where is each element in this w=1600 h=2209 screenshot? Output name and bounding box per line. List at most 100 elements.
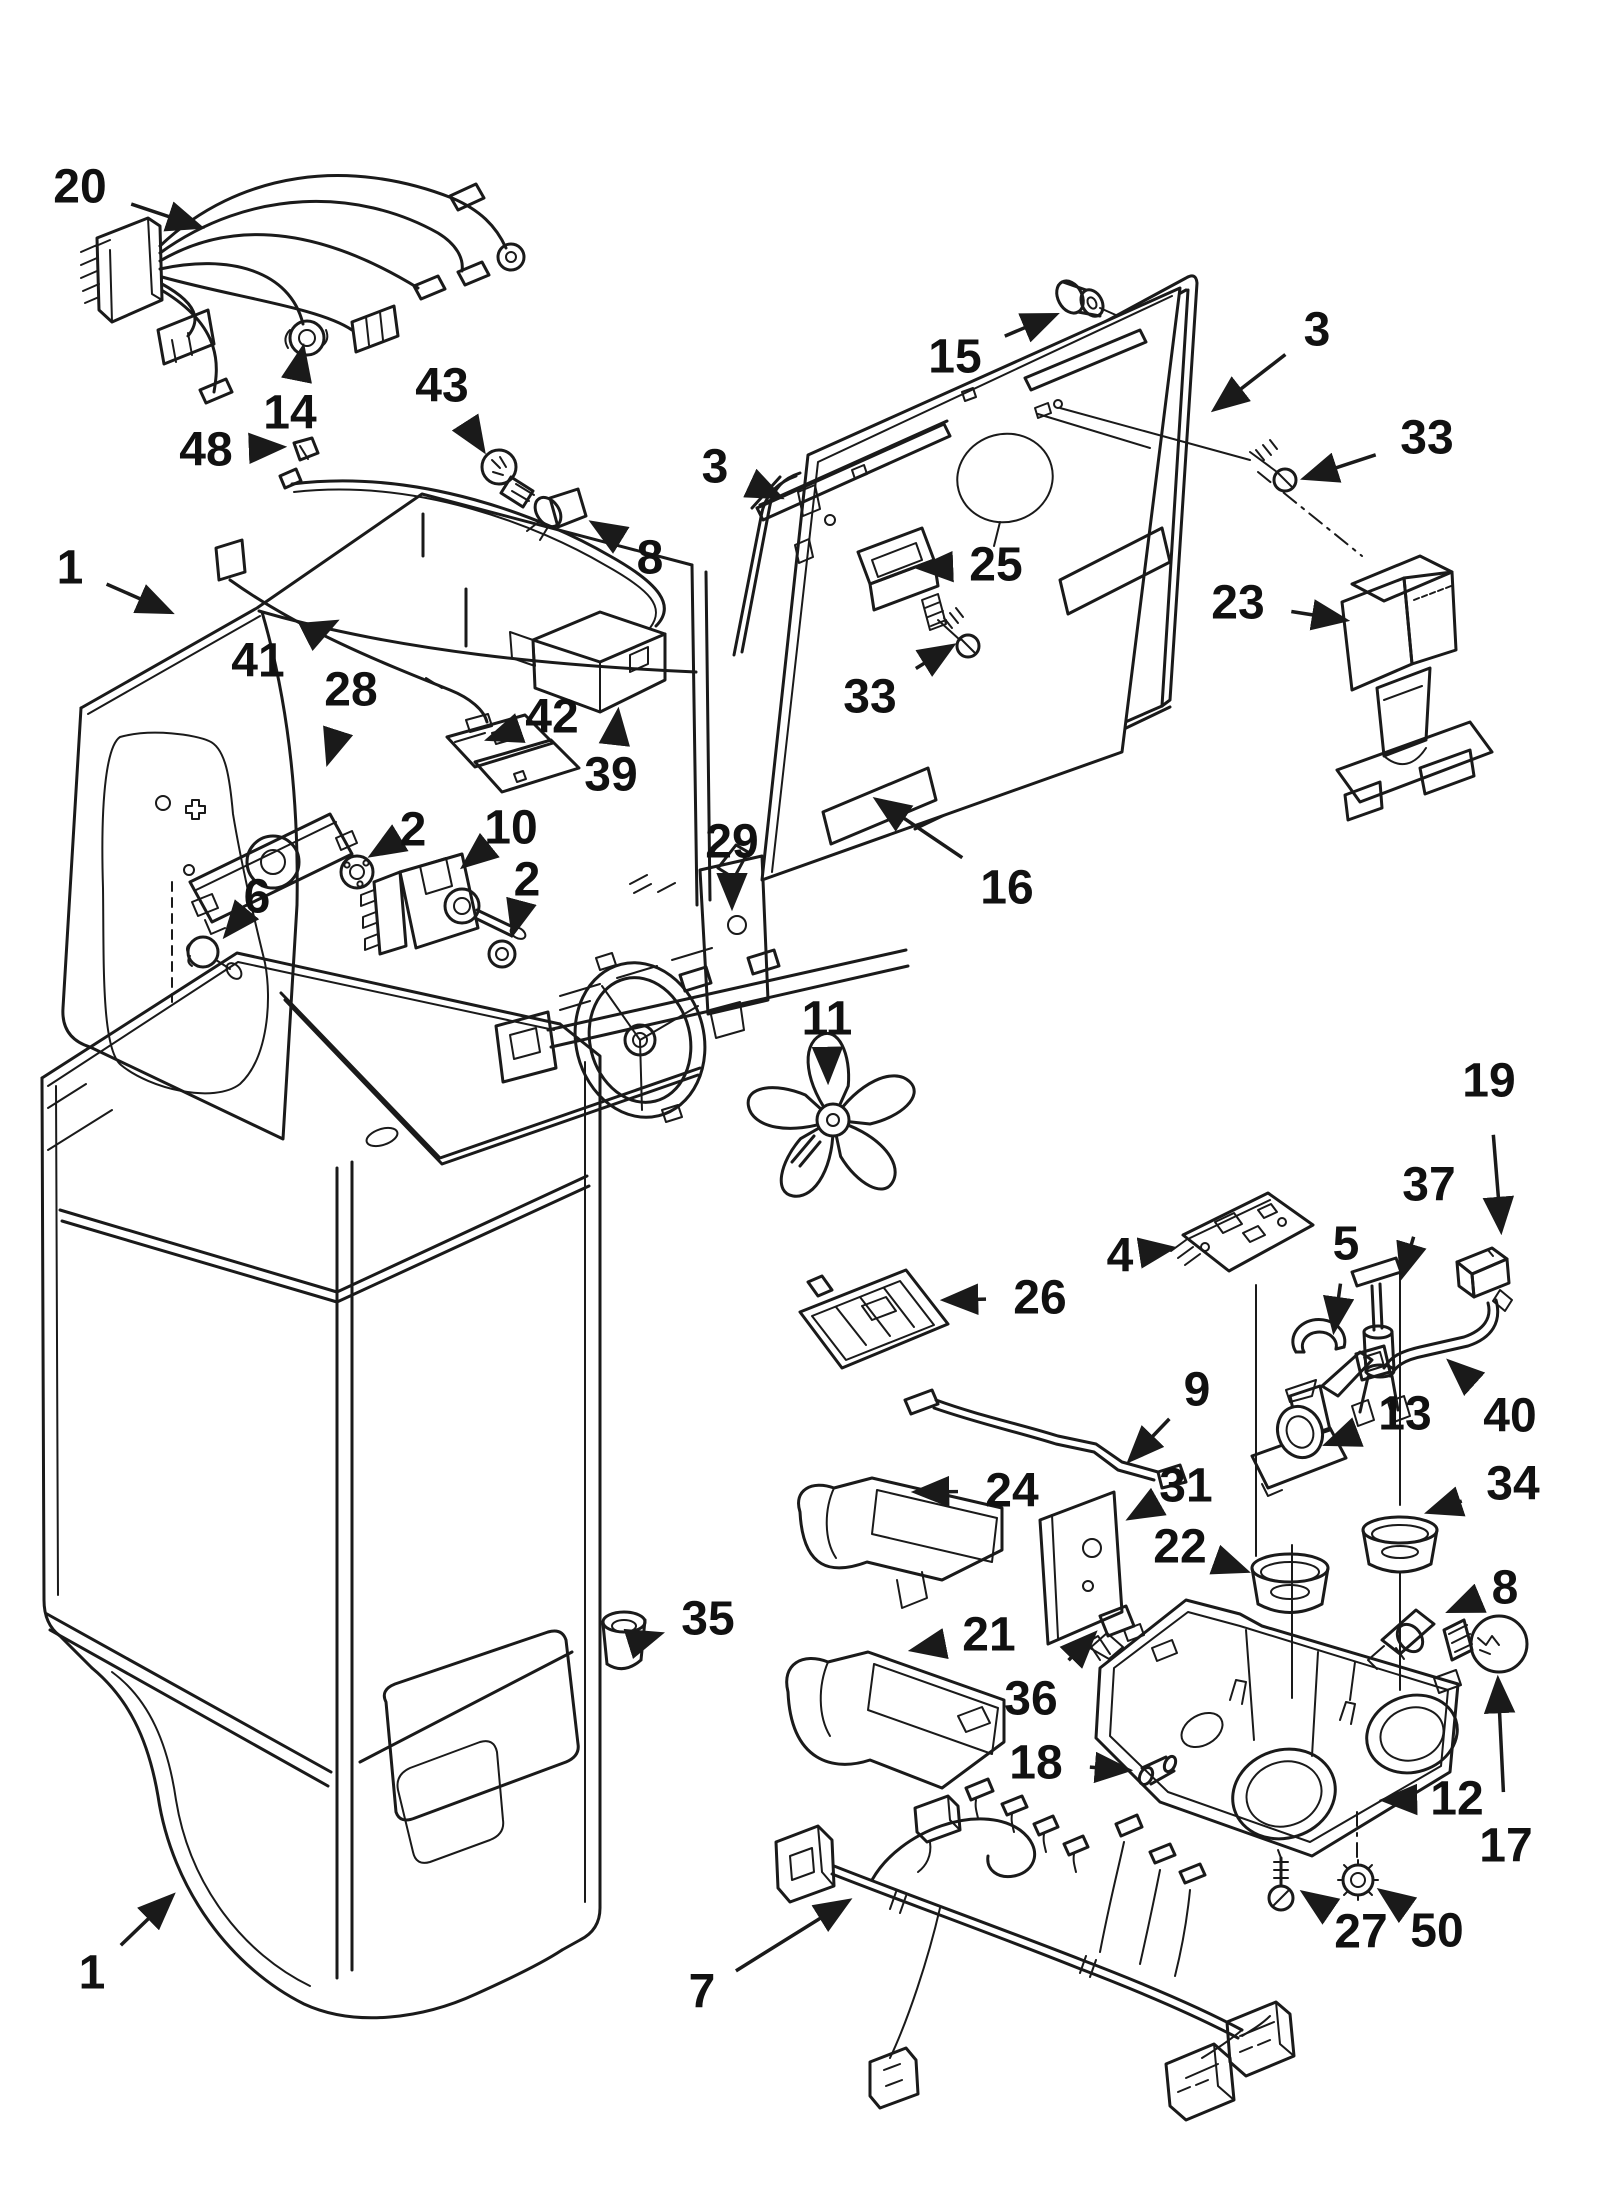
callout-2a-number: 2: [400, 804, 427, 857]
callout-27: 27: [1299, 1890, 1388, 1959]
callout-40-number: 40: [1483, 1390, 1536, 1443]
damper-grille-26-drawing: [798, 1268, 950, 1370]
callout-2b: 2: [506, 854, 541, 939]
callout-14-leader: [281, 342, 312, 384]
callout-3a-number: 3: [702, 441, 729, 494]
callout-1b: 1: [79, 1892, 176, 2000]
fan-blade-11-drawing: [739, 1027, 916, 1205]
callout-42-number: 42: [525, 691, 578, 744]
callout-23-leader: [1291, 599, 1351, 631]
callout-17-number: 17: [1479, 1820, 1532, 1873]
callout-7: 7: [689, 1898, 853, 2019]
callout-15-number: 15: [928, 331, 981, 384]
callout-33a: 33: [843, 643, 957, 724]
callout-31-number: 31: [1159, 1460, 1212, 1513]
callout-50-number: 50: [1410, 1905, 1463, 1958]
wire-harness-7-drawing: [774, 1777, 1296, 2122]
callout-8a: 8: [588, 520, 664, 585]
callout-42: 42: [484, 691, 579, 744]
light-housing-12-drawing: [1087, 1598, 1462, 1858]
callout-40-leader: [1446, 1358, 1486, 1396]
callout-1a-leader: [105, 582, 175, 615]
socket-8b-drawing: [1367, 1608, 1436, 1670]
cup-34-drawing: [1361, 1515, 1439, 1574]
callout-48-leader: [248, 432, 288, 465]
strap-9-drawing: [903, 1388, 1188, 1490]
callout-42-leader: [484, 713, 526, 743]
callout-35-leader: [623, 1628, 666, 1659]
callout-15-leader: [1004, 312, 1060, 343]
callout-17: 17: [1479, 1674, 1533, 1873]
callout-18-leader: [1089, 1751, 1134, 1784]
callout-1a: 1: [57, 542, 175, 615]
callout-4-leader: [1136, 1237, 1178, 1269]
upper-liner-drawing: [61, 492, 713, 1166]
rear-panel-drawing: [732, 274, 1363, 882]
callout-12-number: 12: [1430, 1773, 1483, 1826]
callout-21: 21: [907, 1609, 1016, 1662]
callout-23-number: 23: [1211, 577, 1264, 630]
callout-41-number: 41: [231, 635, 284, 688]
callout-29: 29: [705, 816, 759, 912]
callout-11-number: 11: [802, 993, 853, 1046]
lower-cabinet-drawing: [40, 951, 602, 2020]
callout-27-leader: [1299, 1890, 1341, 1925]
callout-8a-number: 8: [637, 532, 664, 585]
callout-36-number: 36: [1004, 1673, 1057, 1726]
callout-34: 34: [1424, 1458, 1540, 1517]
callout-37: 37: [1396, 1159, 1456, 1282]
callout-6-number: 6: [244, 871, 271, 924]
cap-35-drawing: [601, 1610, 647, 1671]
callout-23: 23: [1211, 577, 1351, 631]
callout-10-number: 10: [484, 802, 537, 855]
callout-33a-leader: [914, 643, 957, 677]
callout-2b-number: 2: [514, 854, 541, 907]
callout-3a-leader: [743, 468, 785, 500]
callout-24-number: 24: [985, 1465, 1039, 1518]
callout-5: 5: [1322, 1218, 1360, 1336]
callout-40: 40: [1446, 1358, 1537, 1443]
grommet-nut-2a-drawing: [339, 854, 375, 890]
callout-22-number: 22: [1153, 1521, 1206, 1574]
callout-41-leader: [298, 619, 340, 652]
callout-14-number: 14: [263, 387, 317, 440]
bulb-17-drawing: [1442, 1614, 1529, 1674]
callout-7-number: 7: [689, 1966, 716, 2019]
callout-25: 25: [914, 539, 1023, 592]
callout-2a-leader: [367, 824, 409, 858]
plate-31-drawing: [1038, 1490, 1124, 1646]
nut-2b-drawing: [487, 939, 517, 969]
callout-26-leader: [939, 1283, 987, 1316]
callout-19-number: 19: [1462, 1055, 1515, 1108]
callout-50-leader: [1376, 1887, 1418, 1924]
air-duct-24-drawing: [797, 1476, 1004, 1609]
callout-3b: 3: [1210, 304, 1331, 413]
callout-5-number: 5: [1333, 1218, 1360, 1271]
callout-2a: 2: [367, 804, 427, 858]
callout-19: 19: [1462, 1055, 1516, 1236]
control-bracket-28-drawing: [188, 812, 358, 935]
callout-16: 16: [872, 797, 1034, 915]
callout-9: 9: [1126, 1364, 1210, 1464]
callout-34-number: 34: [1486, 1458, 1540, 1511]
callout-36: 36: [1004, 1630, 1098, 1726]
callout-10: 10: [459, 802, 538, 870]
callout-1a-number: 1: [57, 542, 84, 595]
callout-50: 50: [1376, 1887, 1464, 1958]
callout-25-number: 25: [969, 539, 1022, 592]
cup-22-drawing: [1250, 1552, 1330, 1614]
callout-43-number: 43: [415, 360, 468, 413]
callout-27-number: 27: [1334, 1906, 1387, 1959]
callout-17-leader: [1483, 1674, 1516, 1793]
callout-3b-number: 3: [1304, 304, 1331, 357]
callout-16-leader: [872, 797, 964, 860]
callout-28-number: 28: [324, 664, 377, 717]
switch-19-drawing: [1455, 1246, 1513, 1312]
locknut-50-drawing: [1337, 1859, 1379, 1901]
callout-7-leader: [735, 1898, 853, 1973]
callout-34-leader: [1424, 1486, 1466, 1517]
callout-13: 13: [1322, 1388, 1432, 1447]
callout-21-number: 21: [962, 1609, 1015, 1662]
callout-18: 18: [1009, 1737, 1134, 1790]
